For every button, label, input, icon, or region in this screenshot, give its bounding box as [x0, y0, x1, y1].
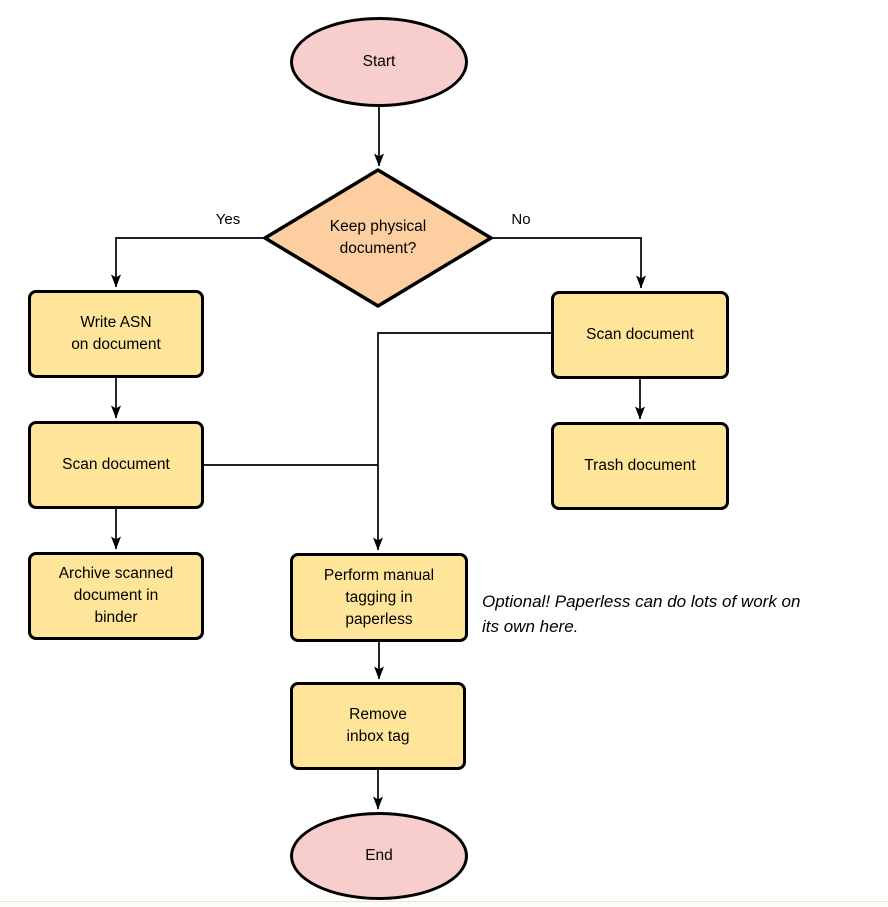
- annotation-note: Optional! Paperless can do lots of work …: [482, 592, 801, 636]
- edge-decision-write-asn: [111, 237, 265, 288]
- node-archive-in-binder: Archive scanned document in binder: [28, 552, 204, 640]
- node-start: Start: [290, 17, 468, 107]
- node-scan-document-right: Scan document: [551, 291, 729, 379]
- node-end: End: [290, 812, 468, 900]
- node-decision-label: Keep physical document?: [329, 218, 427, 257]
- node-manual-tagging: Perform manual tagging in paperless: [290, 553, 468, 642]
- node-trash-document: Trash document: [551, 422, 729, 510]
- node-write-asn: Write ASN on document: [28, 290, 204, 378]
- node-scan-document-left: Scan document: [28, 421, 204, 509]
- edge-decision-scan-right: [491, 237, 646, 289]
- decision-diamond-shape: [263, 168, 493, 308]
- edge-label-yes: Yes: [215, 211, 241, 228]
- page-bottom-edge: [0, 901, 888, 907]
- edge-label-no: No: [511, 211, 531, 228]
- node-remove-inbox-tag: Remove inbox tag: [290, 682, 466, 770]
- edge-scan-right-tagging: [373, 332, 551, 551]
